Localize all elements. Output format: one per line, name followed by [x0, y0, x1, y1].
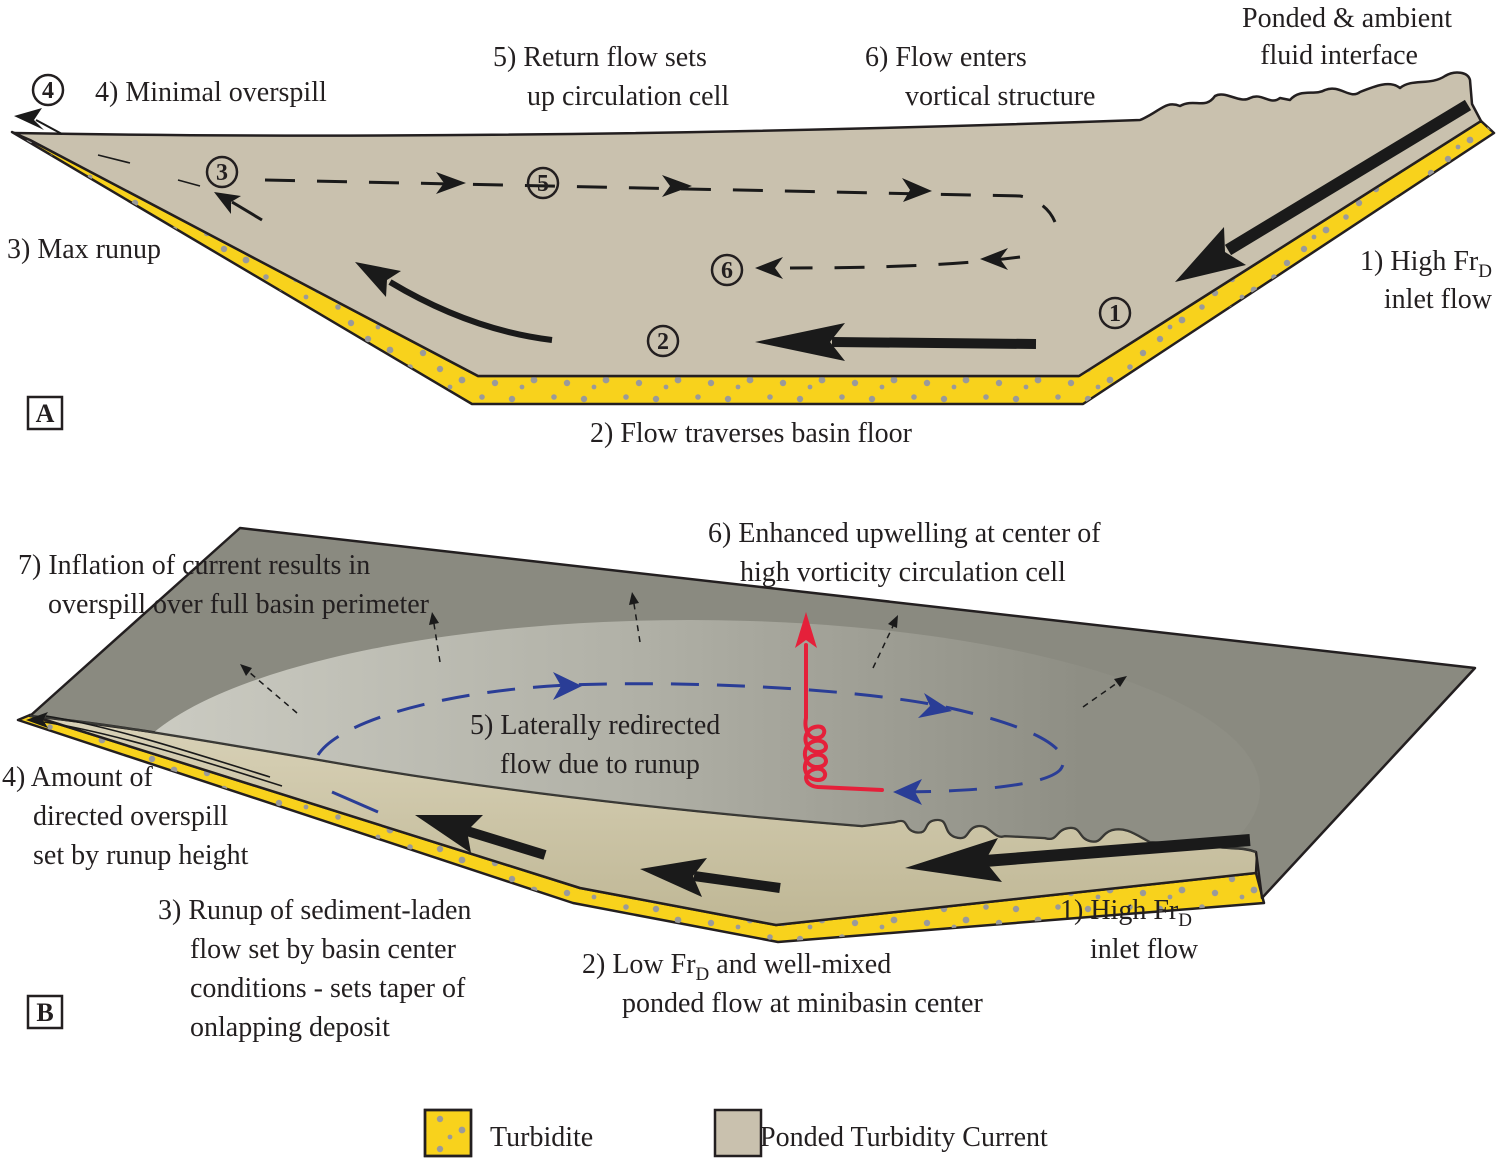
panel-a-turbidite-grains [12, 121, 1494, 404]
marker-1: 1 [1098, 296, 1132, 330]
label-a-inlet-flow-1: 1) High FrD [1360, 246, 1492, 282]
label-ponded-center-1: 2) Low FrD and well-mixed [582, 949, 891, 985]
svg-text:B: B [36, 998, 53, 1027]
panel-a-floor-arrow [755, 323, 1037, 361]
label-ponded-center-2: ponded flow at minibasin center [622, 988, 983, 1019]
marker-5: 5 [526, 166, 560, 200]
svg-text:5: 5 [537, 171, 549, 197]
label-a-inlet-flow-2: inlet flow [1384, 284, 1493, 315]
svg-text:A: A [36, 399, 55, 428]
panel-a-overspill-arrow [14, 108, 63, 135]
panel-b-overspill-arrows [240, 592, 1127, 714]
panel-b-surface-edge [29, 715, 1257, 853]
label-vortical-2: vortical structure [905, 81, 1095, 112]
label-b-inlet-flow-2: inlet flow [1090, 934, 1199, 965]
panel-b-lateral-flow [316, 672, 1065, 814]
legend-label-turbidite: Turbidite [490, 1122, 593, 1153]
panel-b-label-box: B [26, 994, 64, 1030]
label-runup-2: flow set by basin center [190, 934, 457, 965]
panel-b-center-arrow [640, 858, 781, 897]
panel-a: 4 3 5 6 2 1 Ponded & ambient fluid inter… [7, 3, 1496, 449]
label-directed-overspill-2: directed overspill [33, 801, 228, 832]
svg-text:3: 3 [216, 160, 228, 186]
label-fluid-interface-2: fluid interface [1260, 40, 1418, 71]
label-return-flow-1: 5) Return flow sets [493, 42, 707, 73]
legend-item-ponded-current: Ponded Turbidity Current [713, 1108, 1048, 1158]
legend-swatch-turbidite-grains [423, 1108, 473, 1158]
panel-b-directed-overspill [26, 712, 283, 787]
svg-text:2: 2 [657, 329, 669, 355]
label-inflation-2: overspill over full basin perimeter [48, 589, 430, 620]
marker-6: 6 [710, 253, 744, 287]
panel-a-return-flow [264, 172, 1057, 279]
svg-text:6: 6 [721, 258, 733, 284]
legend-label-ponded-current: Ponded Turbidity Current [760, 1122, 1048, 1153]
label-runup-1: 3) Runup of sediment-laden [158, 895, 471, 926]
label-minimal-overspill: 4) Minimal overspill [95, 77, 327, 108]
label-lateral-redirect-2: flow due to runup [500, 749, 700, 780]
marker-3: 3 [205, 155, 239, 189]
label-basin-floor: 2) Flow traverses basin floor [590, 418, 913, 449]
legend-item-turbidite: Turbidite [423, 1108, 593, 1158]
marker-4: 4 [31, 73, 65, 107]
label-directed-overspill-3: set by runup height [33, 840, 249, 871]
label-inflation-1: 7) Inflation of current results in [18, 550, 370, 581]
legend: Turbidite Ponded Turbidity Current [423, 1108, 1048, 1158]
label-upwelling-2: high vorticity circulation cell [740, 557, 1066, 588]
panel-a-ponded-current [12, 71, 1483, 378]
panel-a-max-runup-arrow [97, 154, 263, 222]
label-directed-overspill-1: 4) Amount of [2, 762, 154, 793]
marker-2: 2 [646, 324, 680, 358]
label-upwelling-1: 6) Enhanced upwelling at center of [708, 518, 1101, 549]
label-lateral-redirect-1: 5) Laterally redirected [470, 710, 720, 741]
label-runup-3: conditions - sets taper of [190, 973, 466, 1004]
label-return-flow-2: up circulation cell [527, 81, 729, 112]
label-runup-4: onlapping deposit [190, 1012, 390, 1043]
label-fluid-interface-1: Ponded & ambient [1242, 3, 1452, 34]
svg-text:1: 1 [1109, 301, 1121, 327]
panel-a-runup-arrow [355, 262, 553, 343]
label-vortical-1: 6) Flow enters [865, 42, 1027, 73]
legend-swatch-ponded-current [713, 1108, 763, 1158]
label-b-inlet-flow-1: 1) High FrD [1060, 895, 1192, 931]
svg-text:4: 4 [42, 78, 54, 104]
panel-b-inlet-arrow [905, 834, 1251, 882]
panel-a-inlet-arrow [1175, 99, 1472, 282]
label-max-runup: 3) Max runup [7, 234, 161, 265]
panel-a-label-box: A [26, 395, 64, 431]
panel-b-runup-arrow [415, 815, 547, 860]
panel-b-upwelling [795, 612, 884, 792]
panel-b: 6) Enhanced upwelling at center of high … [2, 518, 1477, 1043]
